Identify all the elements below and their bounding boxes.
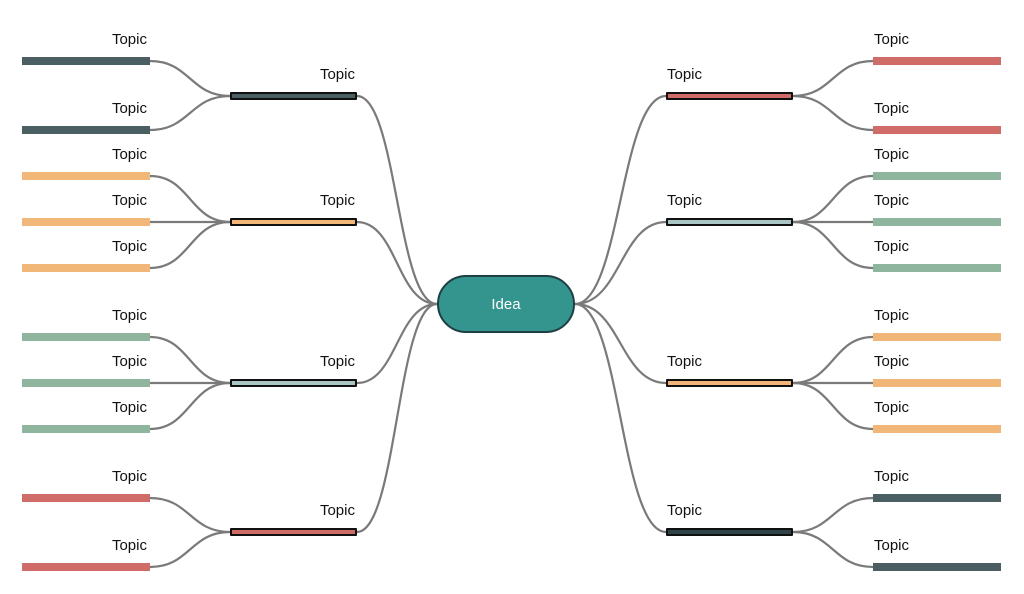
subtopic-bar[interactable] [873, 172, 1001, 180]
connector-center-branch-right-3 [574, 302, 667, 385]
topic-label[interactable]: Topic [667, 192, 703, 209]
connector-center-branch-right-4 [574, 302, 667, 534]
subtopic-label[interactable]: Topic [111, 537, 147, 554]
subtopic-label[interactable]: Topic [111, 468, 147, 485]
subtopic-label[interactable]: Topic [111, 399, 147, 416]
connector-branch-child [149, 496, 231, 534]
subtopic-bar[interactable] [22, 333, 150, 341]
topic-label[interactable]: Topic [319, 502, 355, 519]
subtopic-bar[interactable] [873, 494, 1001, 502]
connector-branch-child [792, 530, 874, 569]
subtopic-label[interactable]: Topic [874, 468, 910, 485]
subtopic-bar[interactable] [22, 264, 150, 272]
connector-branch-child [149, 335, 231, 385]
topic-bar[interactable] [232, 381, 355, 385]
topic-bar[interactable] [232, 530, 355, 534]
topic-label[interactable]: Topic [667, 353, 703, 370]
subtopic-label[interactable]: Topic [111, 307, 147, 324]
subtopic-bar[interactable] [22, 425, 150, 433]
connector-center-branch-left-4 [356, 302, 438, 534]
subtopic-bar[interactable] [22, 494, 150, 502]
connector-branch-child [149, 94, 231, 132]
connector-branch-child [149, 174, 231, 224]
connector-branch-child [149, 59, 231, 98]
topic-label[interactable]: Topic [319, 66, 355, 83]
subtopic-bar[interactable] [873, 57, 1001, 65]
subtopic-label[interactable]: Topic [874, 31, 910, 48]
subtopic-label[interactable]: Topic [111, 146, 147, 163]
subtopic-bar[interactable] [873, 563, 1001, 571]
subtopic-bar[interactable] [22, 57, 150, 65]
subtopic-label[interactable]: Topic [874, 238, 910, 255]
connector-center-branch-left-2 [356, 220, 438, 306]
connector-branch-child [149, 220, 231, 270]
connector-center-branch-right-1 [574, 94, 667, 306]
connector-branch-child [149, 530, 231, 569]
topic-label[interactable]: Topic [667, 66, 703, 83]
subtopic-bar[interactable] [873, 425, 1001, 433]
subtopic-label[interactable]: Topic [874, 399, 910, 416]
subtopic-bar[interactable] [873, 126, 1001, 134]
central-idea-node[interactable]: Idea [437, 275, 575, 333]
subtopic-bar[interactable] [22, 379, 150, 387]
subtopic-bar[interactable] [22, 126, 150, 134]
connector-branch-child [792, 381, 874, 431]
connector-center-branch-right-2 [574, 220, 667, 306]
subtopic-label[interactable]: Topic [874, 537, 910, 554]
connector-branch-child [792, 59, 874, 98]
subtopic-label[interactable]: Topic [874, 307, 910, 324]
subtopic-label[interactable]: Topic [874, 353, 910, 370]
connector-branch-child [792, 220, 874, 270]
topic-bar[interactable] [668, 220, 791, 224]
connector-branch-child [792, 94, 874, 132]
subtopic-label[interactable]: Topic [111, 353, 147, 370]
subtopic-label[interactable]: Topic [874, 146, 910, 163]
subtopic-label[interactable]: Topic [874, 100, 910, 117]
connector-branch-child [149, 381, 231, 431]
topic-bar[interactable] [668, 381, 791, 385]
topic-bar[interactable] [232, 94, 355, 98]
subtopic-label[interactable]: Topic [111, 192, 147, 209]
subtopic-label[interactable]: Topic [111, 31, 147, 48]
topic-bar[interactable] [668, 94, 791, 98]
topic-label[interactable]: Topic [667, 502, 703, 519]
subtopic-label[interactable]: Topic [111, 238, 147, 255]
central-idea-label: Idea [491, 295, 521, 313]
connector-branch-child [792, 335, 874, 385]
subtopic-bar[interactable] [22, 172, 150, 180]
topic-bar[interactable] [668, 530, 791, 534]
connector-branch-child [792, 496, 874, 534]
connector-center-branch-left-3 [356, 302, 438, 385]
subtopic-bar[interactable] [873, 264, 1001, 272]
subtopic-bar[interactable] [873, 333, 1001, 341]
connector-center-branch-left-1 [356, 94, 438, 306]
subtopic-bar[interactable] [873, 218, 1001, 226]
topic-bar[interactable] [232, 220, 355, 224]
connector-branch-child [792, 174, 874, 224]
subtopic-label[interactable]: Topic [111, 100, 147, 117]
subtopic-label[interactable]: Topic [874, 192, 910, 209]
topic-label[interactable]: Topic [319, 353, 355, 370]
topic-label[interactable]: Topic [319, 192, 355, 209]
subtopic-bar[interactable] [22, 218, 150, 226]
subtopic-bar[interactable] [873, 379, 1001, 387]
subtopic-bar[interactable] [22, 563, 150, 571]
